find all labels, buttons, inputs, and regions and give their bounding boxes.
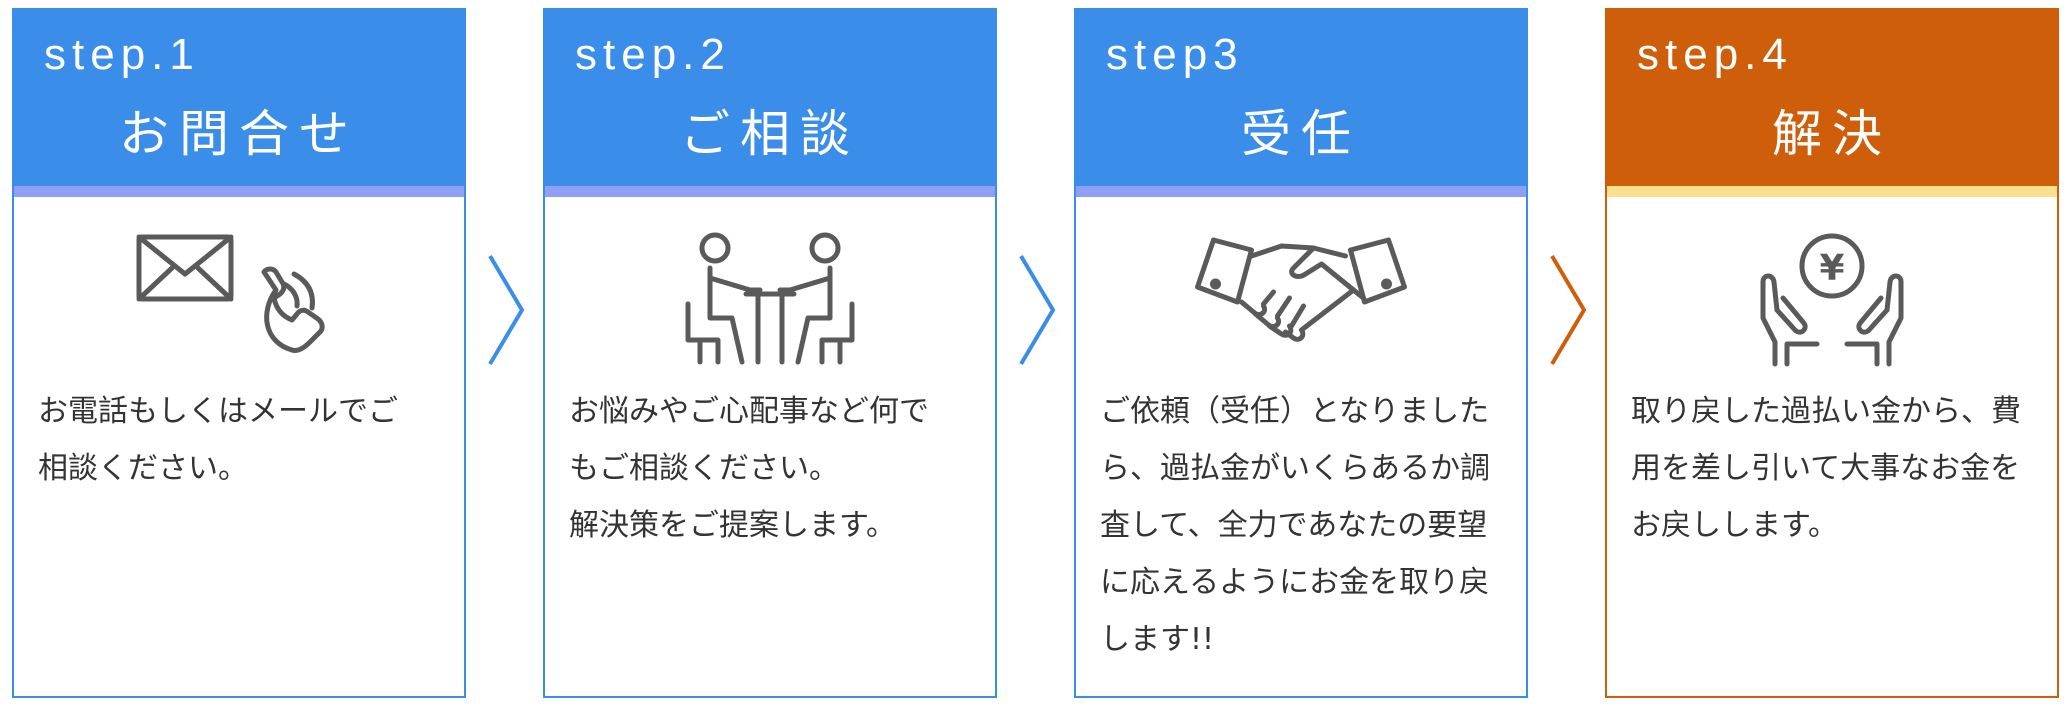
chevron-right-icon (1019, 254, 1056, 366)
description-line: 査して、全力であなたの要望 (1100, 508, 1488, 543)
mail-phone-icon (136, 234, 325, 353)
step-card-1: step.1 お問合せ お電話もしくはメールでご 相談ください。 (12, 8, 466, 698)
step-header: step3 受任 (1076, 10, 1526, 186)
step-description: 取り戻した過払い金から、費 用を差し引いて大事なお金を お戻しします。 (1607, 383, 2057, 554)
icon-area (545, 197, 995, 383)
icon-area (1076, 197, 1526, 383)
accent-bar (1607, 186, 2057, 197)
step-label: step.4 (1637, 30, 1793, 79)
step-label: step.1 (44, 30, 200, 79)
description-line: 取り戻した過払い金から、費 (1631, 394, 2021, 429)
step-description: ご依頼（受任）となりました ら、過払金がいくらあるか調 査して、全力であなたの要… (1076, 383, 1526, 668)
step-card-3: step3 受任 ご依頼（受任）となりました ら、過払金がいくらあるか調 査して… (1074, 8, 1528, 698)
description-line: お悩みやご心配事など何で (569, 394, 929, 429)
accent-bar (1076, 186, 1526, 197)
hands-yen-icon: ¥ (1760, 233, 1904, 367)
step-card-4: step.4 解決 ¥ 取り戻した過払い金から、費 用を差し引いて大事なお金を … (1605, 8, 2059, 698)
accent-bar (14, 186, 464, 197)
description-line: お電話もしくはメールでご (38, 394, 398, 429)
chevron-right-icon (488, 254, 525, 366)
step-title: お問合せ (119, 105, 359, 163)
description-line: もご相談ください。 (569, 451, 839, 486)
handshake-icon (1195, 237, 1407, 342)
description-line: 相談ください。 (38, 451, 248, 486)
description-line: お戻しします。 (1631, 508, 1838, 543)
step-header: step.2 ご相談 (545, 10, 995, 186)
description-line: 解決策をご提案します。 (569, 508, 896, 543)
accent-bar (545, 186, 995, 197)
description-line: ご依頼（受任）となりました (1100, 394, 1490, 429)
step-header: step.1 お問合せ (14, 10, 464, 186)
description-line: ら、過払金がいくらあるか調 (1100, 451, 1490, 486)
icon-area: ¥ (1607, 197, 2057, 383)
icon-area (14, 197, 464, 383)
yen-symbol: ¥ (1819, 248, 1844, 289)
description-line: 用を差し引いて大事なお金を (1631, 451, 2021, 486)
description-line: に応えるようにお金を取り戻 (1100, 565, 1490, 600)
consultation-icon (685, 232, 855, 365)
step-description: お悩みやご心配事など何で もご相談ください。 解決策をご提案します。 (545, 383, 995, 554)
step-title: 受任 (1241, 105, 1361, 163)
step-description: お電話もしくはメールでご 相談ください。 (14, 383, 464, 497)
step-header: step.4 解決 (1607, 10, 2057, 186)
description-line: します!! (1100, 622, 1215, 657)
step-title: 解決 (1772, 105, 1892, 163)
step-label: step.2 (575, 30, 731, 79)
step-card-2: step.2 ご相談 お悩みやご心配事など何で もご相談ください。 解決策をご提… (543, 8, 997, 698)
chevron-right-icon (1550, 254, 1587, 366)
step-label: step3 (1106, 30, 1244, 79)
step-title: ご相談 (680, 105, 860, 163)
